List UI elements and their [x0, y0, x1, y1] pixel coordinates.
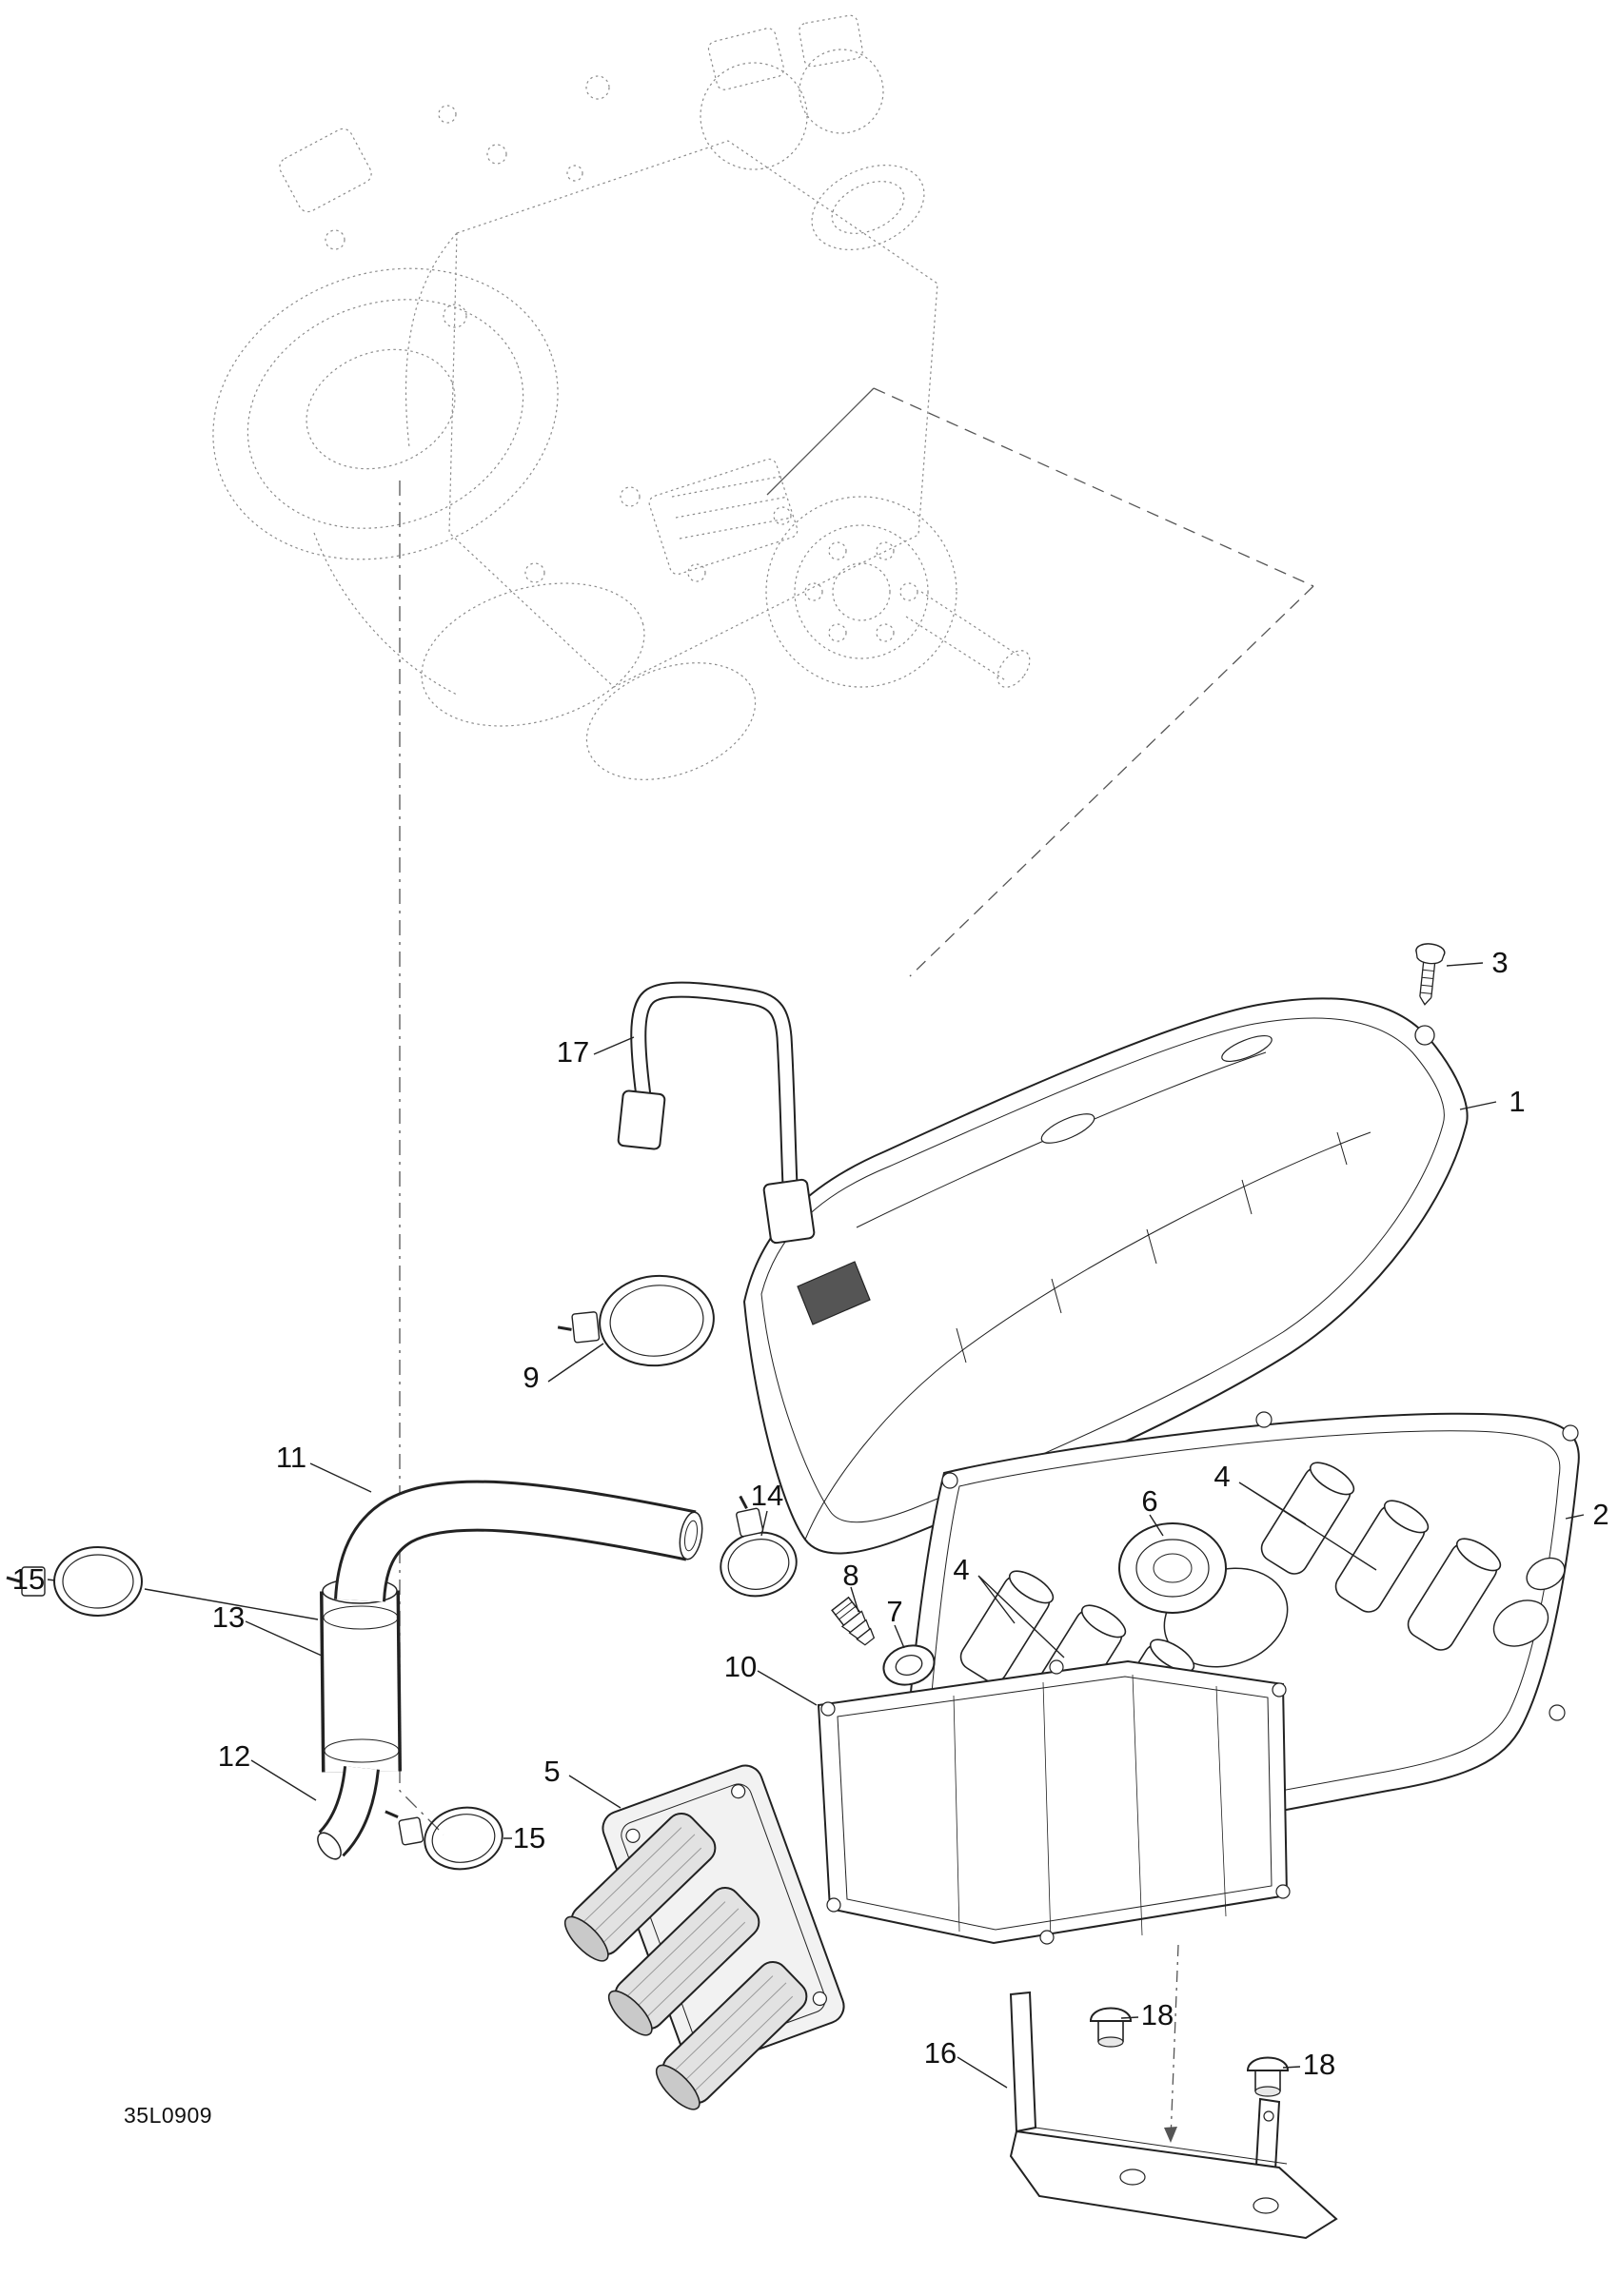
part-9-hose-clamp — [557, 1274, 715, 1367]
part-15-hose-clamp-left — [6, 1546, 143, 1617]
construction-lines — [399, 387, 1314, 2143]
manifold-tube — [563, 1812, 717, 1962]
part-8-fitting — [831, 1596, 876, 1646]
callout-14: 14 — [750, 1479, 784, 1512]
callout-13: 13 — [211, 1600, 246, 1634]
intake-tube — [1260, 1462, 1355, 1575]
intake-tube — [1407, 1538, 1502, 1651]
part-14-hose-clamp — [720, 1495, 798, 1598]
callout-7: 7 — [886, 1595, 903, 1628]
callout-3: 3 — [1491, 946, 1509, 979]
callout-2: 2 — [1592, 1498, 1609, 1531]
part-3-screw — [1415, 943, 1446, 1006]
callout-leader-lines — [47, 962, 1585, 2089]
part-1-upper-silencer-cover — [742, 997, 1469, 1555]
part-10-lower-housing — [817, 1659, 1291, 1945]
callout-5: 5 — [543, 1755, 561, 1788]
part-18-plug-b — [1246, 2056, 1290, 2097]
projection-line-upper — [873, 387, 1314, 587]
callout-15-right: 15 — [512, 1821, 546, 1854]
callout-4-upper: 4 — [1214, 1460, 1231, 1493]
callout-17: 17 — [556, 1035, 590, 1069]
part-17-strap — [617, 981, 816, 1245]
callout-9: 9 — [523, 1361, 540, 1394]
callout-18-a: 18 — [1140, 1998, 1174, 2031]
label-plate-leader — [766, 387, 875, 496]
callout-11: 11 — [275, 1441, 307, 1474]
callout-6: 6 — [1141, 1484, 1158, 1518]
callout-16: 16 — [923, 2036, 957, 2070]
manifold-tube — [655, 1960, 808, 2110]
callout-12: 12 — [217, 1739, 251, 1773]
engine-assembly-ghost — [212, 14, 1031, 780]
part-18-plug-a — [1089, 2007, 1133, 2048]
part-5-intake-manifold — [563, 1764, 845, 2110]
part-15-hose-clamp-right — [385, 1806, 503, 1871]
part-7-grommet — [882, 1644, 936, 1686]
intake-tube — [1334, 1500, 1430, 1613]
part-11-outlet-pipe — [334, 1480, 703, 1602]
part-16-support-bracket — [1009, 1991, 1338, 2240]
callout-18-b: 18 — [1302, 2048, 1336, 2081]
centerline-vertical — [399, 481, 444, 1835]
callout-4-lower: 4 — [953, 1553, 970, 1586]
cover-inlet-opening — [797, 1261, 871, 1325]
arrowhead — [1164, 2127, 1177, 2143]
callout-10: 10 — [723, 1650, 758, 1683]
centerline-bracket — [1170, 1944, 1179, 2140]
part-13-muffler-body — [320, 1578, 402, 1773]
callout-8: 8 — [842, 1559, 859, 1592]
figure-code: 35L0909 — [124, 2103, 213, 2128]
callout-15-left: 15 — [11, 1562, 46, 1596]
part-6-air-boot — [1118, 1522, 1227, 1614]
part-12-outlet-elbow — [317, 1765, 380, 1860]
callout-1: 1 — [1509, 1085, 1526, 1118]
projection-line-lower — [909, 585, 1314, 977]
manifold-tube — [607, 1886, 760, 2036]
intake-tube — [959, 1570, 1055, 1683]
